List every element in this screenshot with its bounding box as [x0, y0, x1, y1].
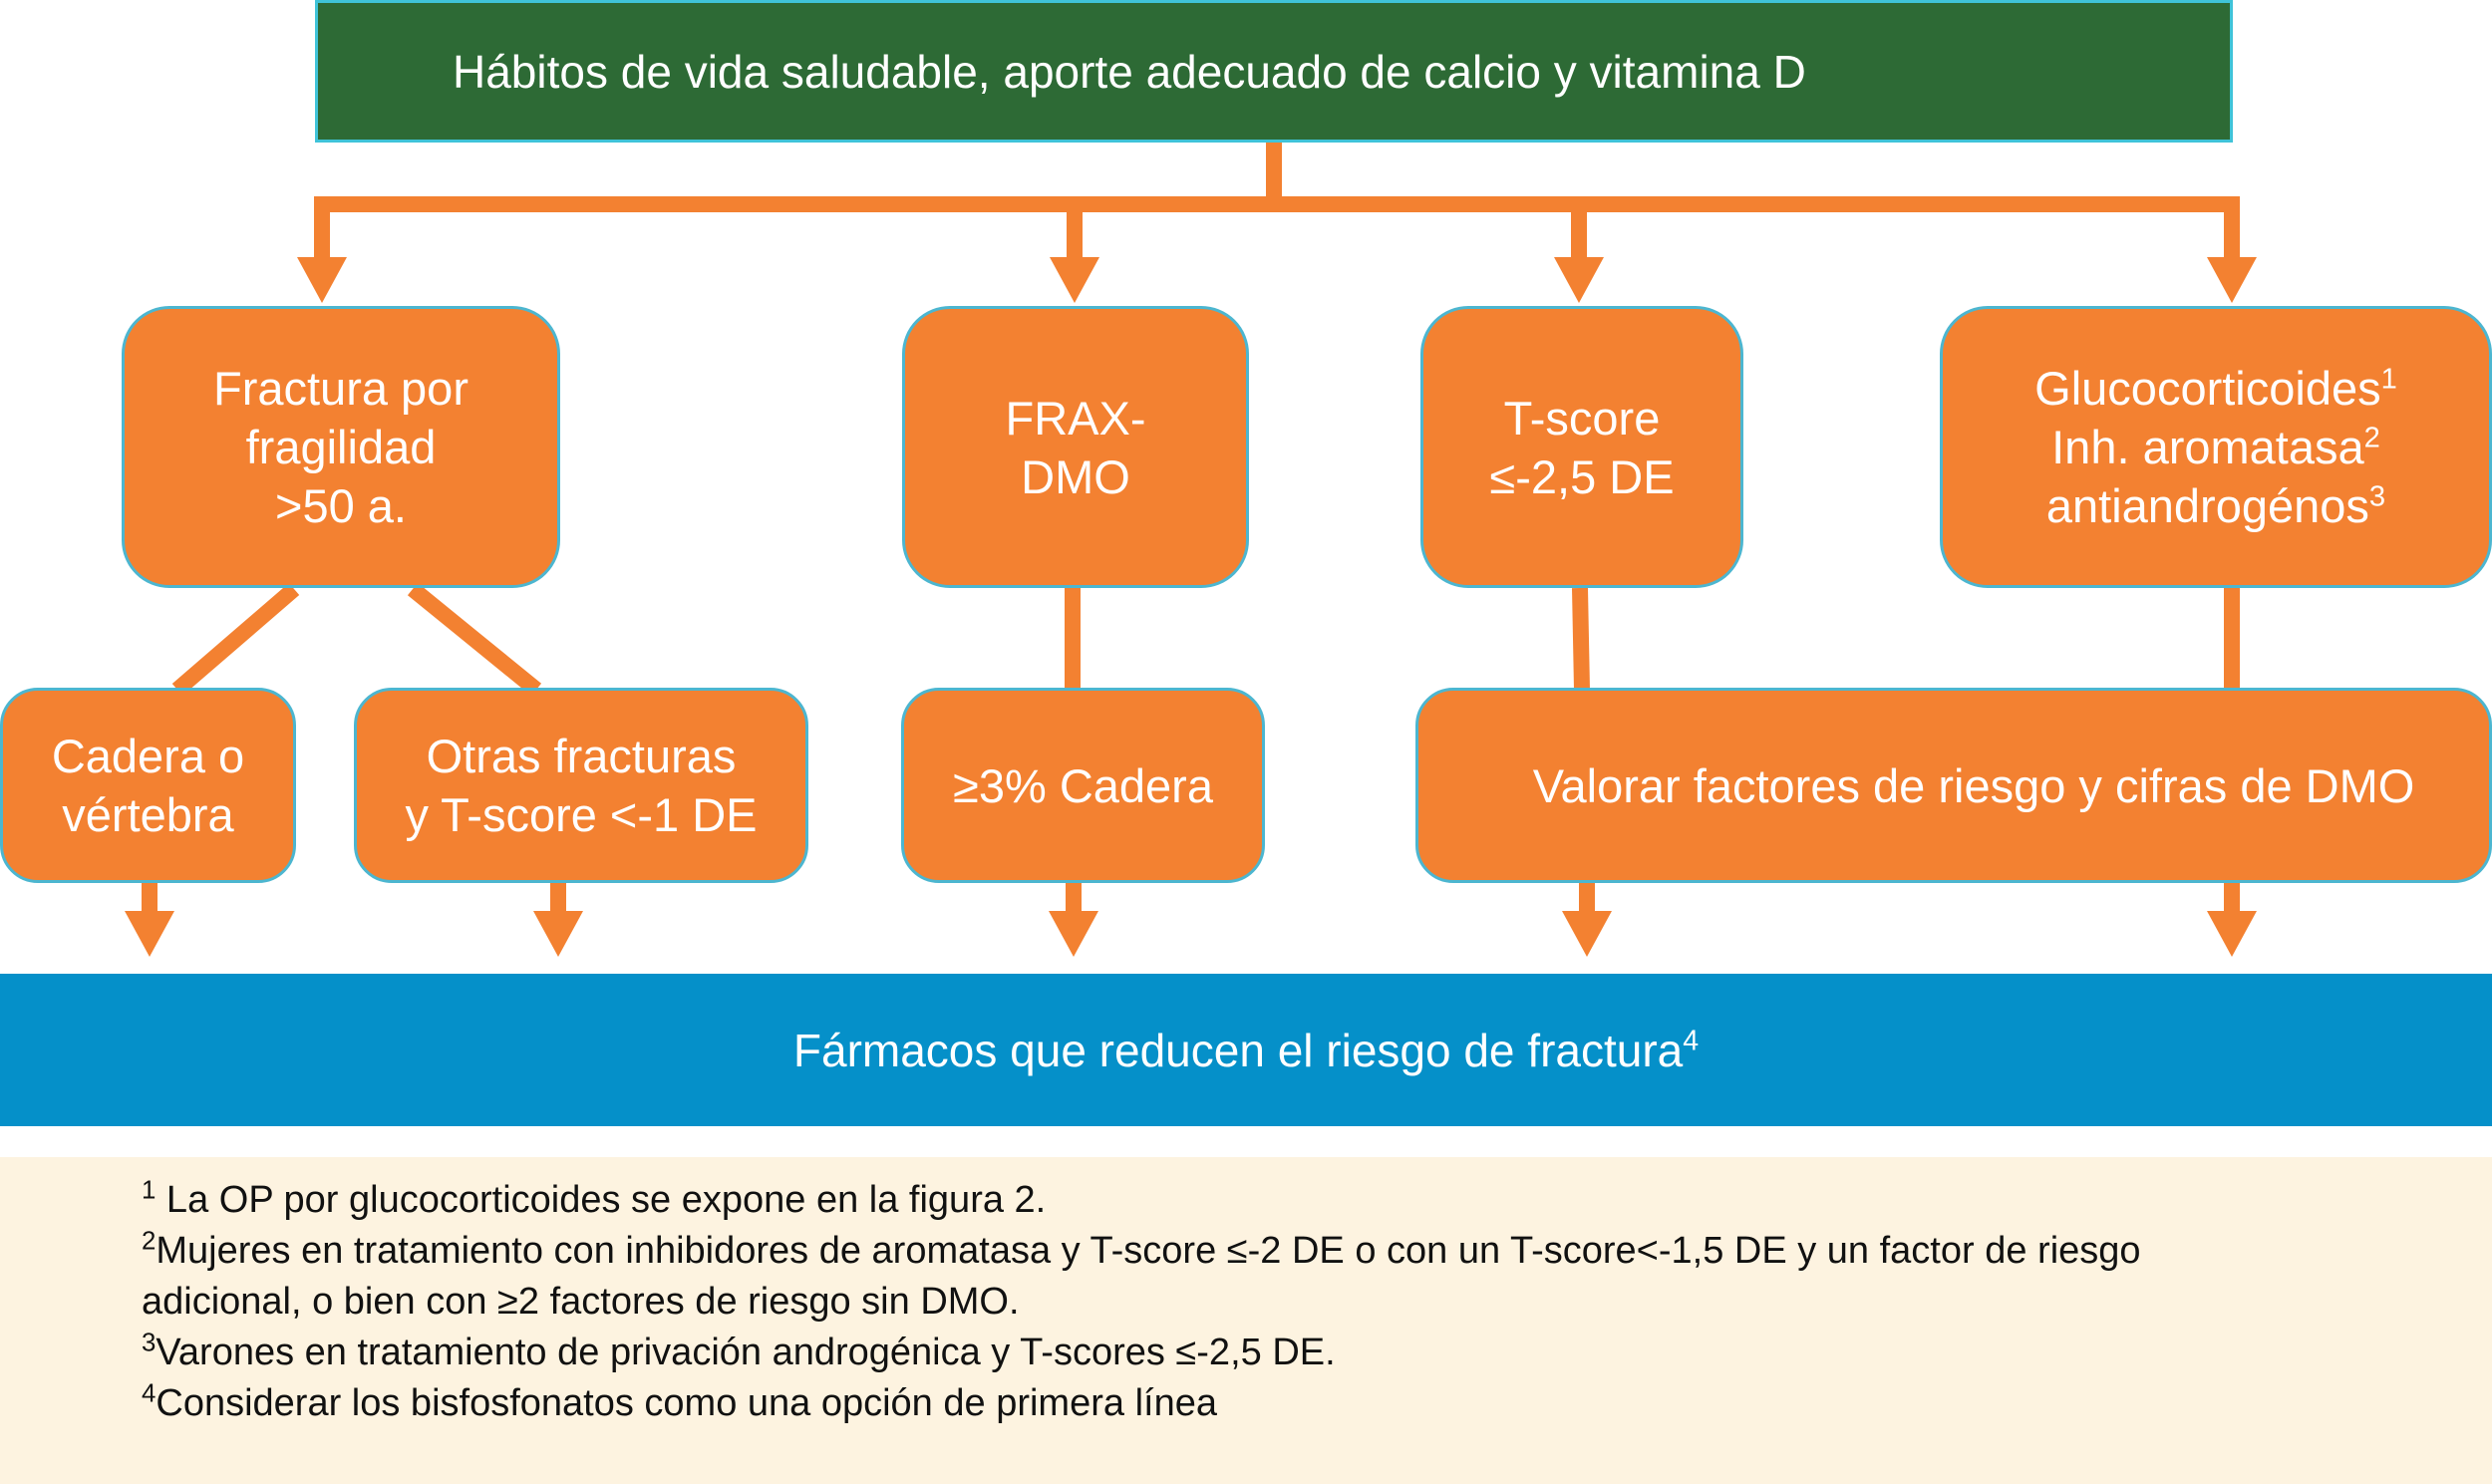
bottom-box-line: Fármacos que reducen el riesgo de fractu… [793, 1024, 1699, 1077]
arrowhead-gluco [2207, 257, 2257, 303]
node-glucocorticoides: Glucocorticoides1 Inh. aromatasa2 antian… [1940, 306, 2492, 588]
arrowhead-frax [1050, 257, 1099, 303]
node-otras-line-1: Otras fracturas [426, 730, 737, 782]
node-gluco-line-1: Glucocorticoides1 [2034, 359, 2397, 418]
bottom-box-sup: 4 [1683, 1025, 1700, 1057]
connector-diag-left [171, 582, 300, 697]
arrowhead-otras [533, 911, 583, 957]
node-gluco-text-1: Glucocorticoides [2034, 362, 2381, 415]
connector-tscore-valorar [1572, 587, 1590, 691]
node-cadera-3-text: ≥3% Cadera [953, 758, 1213, 812]
arrowhead-valorar-right [2207, 911, 2257, 957]
node-gluco-sup-1: 1 [2380, 363, 2397, 396]
top-box-lifestyle: Hábitos de vida saludable, aporte adecua… [315, 0, 2233, 143]
footnote-3-text: Varones en tratamiento de privación andr… [156, 1332, 1336, 1373]
footnote-3-label: 3 [142, 1329, 156, 1357]
node-tscore: T-score ≤-2,5 DE [1420, 306, 1743, 588]
top-box-text: Hábitos de vida saludable, aporte adecua… [453, 45, 1806, 98]
node-tscore-line-1: T-score [1503, 391, 1661, 445]
node-cadera-vertebra-line-2: vértebra [62, 788, 234, 841]
bottom-box-text: Fármacos que reducen el riesgo de fractu… [792, 1024, 1684, 1076]
node-tscore-line-2: ≤-2,5 DE [1489, 449, 1675, 503]
node-fractura-line-3: >50 a. [275, 479, 407, 532]
node-cadera-vertebra: Cadera o vértebra [0, 688, 296, 883]
arrowhead-valorar-left [1562, 911, 1612, 957]
node-frax-line-2: DMO [1021, 449, 1130, 503]
arrowhead-fractura [297, 257, 347, 303]
footnote-2: 2Mujeres en tratamiento con inhibidores … [142, 1226, 2255, 1328]
node-cadera-3: ≥3% Cadera [901, 688, 1265, 883]
footnote-2-text: Mujeres en tratamiento con inhibidores d… [142, 1230, 2141, 1323]
footnote-1-label: 1 [142, 1176, 156, 1205]
node-gluco-line-2: Inh. aromatasa2 [2034, 418, 2397, 476]
footnote-1: 1 La OP por glucocorticoides se expone e… [142, 1175, 2255, 1226]
arrowhead-cadera-vertebra [125, 911, 174, 957]
arrowhead-cadera3 [1049, 911, 1098, 957]
footnote-2-label: 2 [142, 1227, 156, 1256]
footnote-4-text: Considerar los bisfosfonatos como una op… [156, 1382, 1217, 1424]
node-gluco-text-2: Inh. aromatasa [2051, 421, 2364, 473]
connector-diag-right [407, 582, 542, 697]
node-otras-line-2: y T-score <-1 DE [405, 788, 758, 841]
node-fractura-fragilidad: Fractura por fragilidad >50 a. [122, 306, 560, 588]
bottom-box-farmacos: Fármacos que reducen el riesgo de fractu… [0, 974, 2492, 1126]
footnote-4: 4Considerar los bisfosfonatos como una o… [142, 1378, 2255, 1429]
node-fractura-line-1: Fractura por [213, 362, 468, 415]
footnote-1-text: La OP por glucocorticoides se expone en … [156, 1179, 1047, 1221]
node-frax-dmo: FRAX- DMO [902, 306, 1249, 588]
node-frax-line-1: FRAX- [1005, 391, 1146, 445]
node-valorar-text: Valorar factores de riesgo y cifras de D… [1532, 758, 2415, 812]
footnote-4-label: 4 [142, 1379, 156, 1408]
footnote-3: 3Varones en tratamiento de privación and… [142, 1328, 2255, 1378]
node-cadera-vertebra-line-1: Cadera o [51, 730, 245, 782]
footnotes-panel: 1 La OP por glucocorticoides se expone e… [0, 1157, 2492, 1484]
node-valorar-factores: Valorar factores de riesgo y cifras de D… [1415, 688, 2492, 883]
node-gluco-sup-2: 2 [2363, 422, 2380, 454]
node-gluco-sup-3: 3 [2368, 480, 2386, 513]
node-gluco-line-3: antiandrogénos3 [2034, 476, 2397, 535]
node-fractura-line-2: fragilidad [245, 421, 437, 473]
node-gluco-text-3: antiandrogénos [2045, 479, 2369, 532]
node-otras-fracturas: Otras fracturas y T-score <-1 DE [354, 688, 808, 883]
arrowhead-tscore [1554, 257, 1604, 303]
